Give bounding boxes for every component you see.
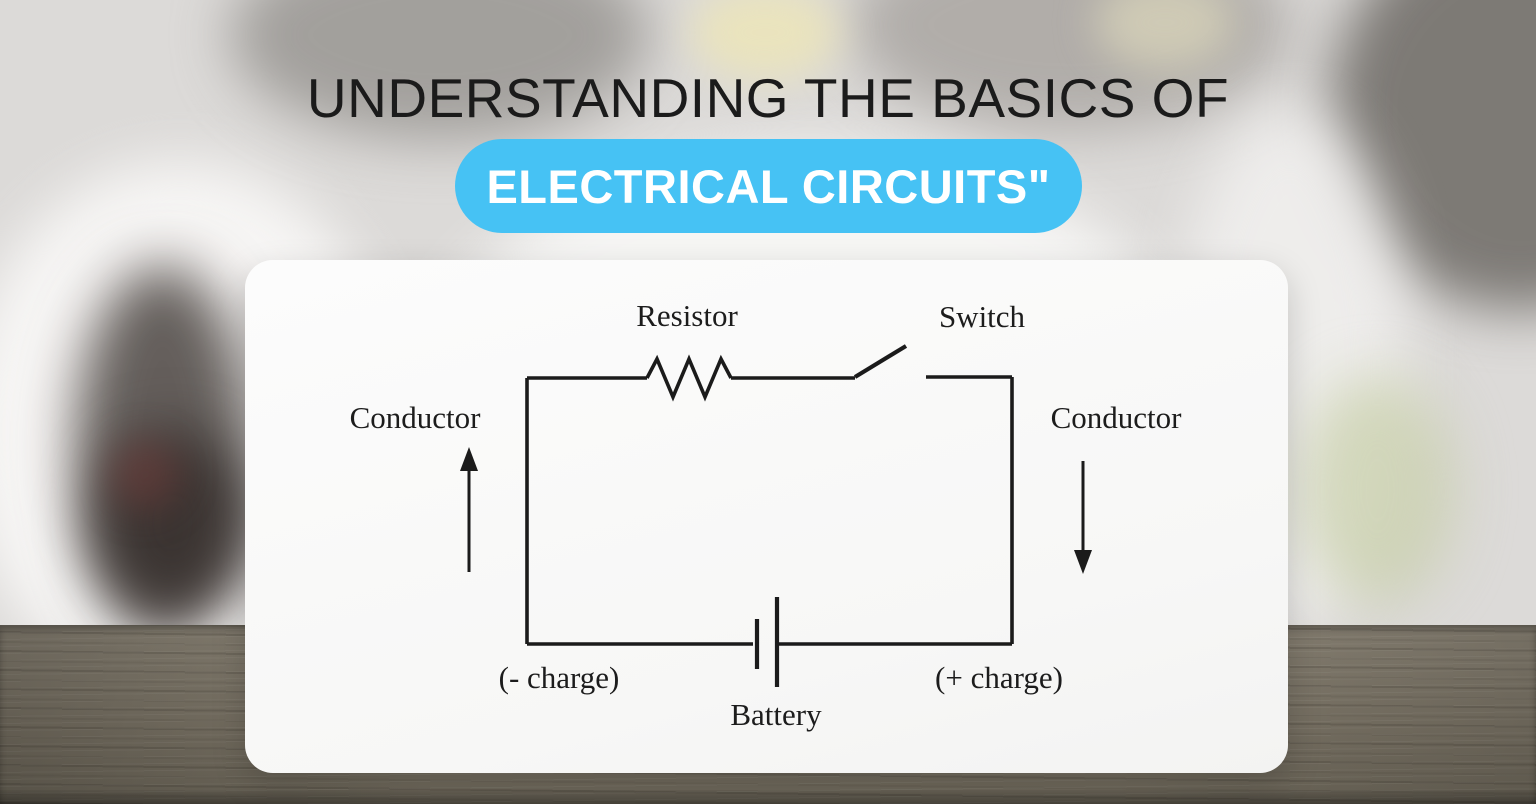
resistor-label: Resistor <box>636 298 738 333</box>
subtitle-pill: ELECTRICAL CIRCUITS" <box>455 139 1082 233</box>
negative-charge-label: (- charge) <box>498 660 620 695</box>
positive-charge-label: (+ charge) <box>935 660 1063 695</box>
circuit-svg <box>460 344 1092 687</box>
conductor-left-label: Conductor <box>349 400 481 435</box>
current-up-arrow-icon <box>460 447 478 572</box>
bg-blob-maroon-object <box>110 440 180 510</box>
page-title: UNDERSTANDING THE BASICS OF <box>306 67 1230 129</box>
current-down-arrow-icon <box>1074 461 1092 574</box>
conductor-right-label: Conductor <box>1050 400 1182 435</box>
switch-symbol <box>853 344 908 379</box>
bg-blob-plant-green <box>1300 375 1455 605</box>
subtitle-text: ELECTRICAL CIRCUITS" <box>486 159 1051 213</box>
switch-label: Switch <box>938 299 1026 334</box>
desk-front-edge <box>0 790 1536 804</box>
resistor-symbol <box>645 354 733 402</box>
bg-blob-shelf-dark-lower <box>95 430 250 615</box>
battery-label: Battery <box>730 697 822 732</box>
bg-blob-warm-light-1 <box>690 0 840 80</box>
circuit-diagram-card: Resistor Switch Conductor Conductor (- c… <box>245 260 1288 773</box>
